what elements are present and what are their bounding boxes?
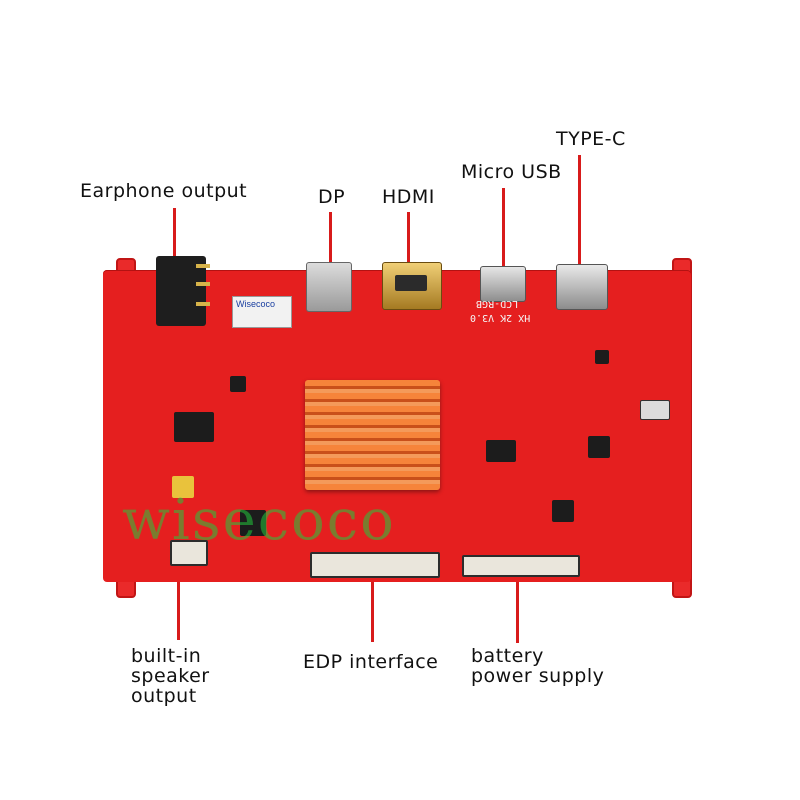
leader-speaker bbox=[177, 552, 180, 640]
speaker-connector bbox=[170, 540, 208, 566]
label-type-c: TYPE-C bbox=[556, 128, 626, 150]
ic-chip bbox=[588, 436, 610, 458]
audio-amp-chip bbox=[174, 412, 214, 442]
battery-connector bbox=[462, 555, 580, 577]
label-hdmi: HDMI bbox=[382, 186, 435, 208]
tantalum-capacitor bbox=[172, 476, 194, 498]
label-edp-interface: EDP interface bbox=[303, 651, 439, 673]
wisecoco-watermark: wisecoco bbox=[122, 488, 396, 553]
label-micro-usb: Micro USB bbox=[461, 161, 562, 183]
silk-sub: LCD-RGB bbox=[476, 298, 519, 309]
micro-usb-port bbox=[480, 266, 526, 302]
sticker-brand-text: Wisecoco bbox=[236, 299, 276, 309]
type-c-port bbox=[556, 264, 608, 310]
ic-chip bbox=[595, 350, 609, 364]
leader-earphone bbox=[173, 208, 176, 270]
ic-chip bbox=[230, 376, 246, 392]
leader-dp bbox=[329, 212, 332, 272]
leader-battery bbox=[516, 565, 519, 643]
leader-edp bbox=[371, 568, 374, 642]
label-speaker-output: built-in speaker output bbox=[131, 645, 210, 707]
heatsink bbox=[305, 380, 440, 490]
label-battery-power: battery power supply bbox=[471, 645, 605, 687]
ic-chip bbox=[640, 400, 670, 420]
leader-micro-usb bbox=[502, 188, 505, 268]
ic-chip bbox=[552, 500, 574, 522]
brand-sticker: Wisecoco bbox=[232, 296, 292, 328]
ic-chip bbox=[240, 510, 266, 536]
label-dp: DP bbox=[318, 186, 346, 208]
ic-chip bbox=[486, 440, 516, 462]
dp-port bbox=[306, 262, 352, 312]
leader-hdmi bbox=[407, 212, 410, 272]
leader-type-c bbox=[578, 155, 581, 265]
silk-model: HX 2K V3.0 bbox=[470, 312, 531, 323]
hdmi-port bbox=[382, 262, 442, 310]
earphone-jack bbox=[156, 256, 210, 326]
edp-connector bbox=[310, 552, 440, 578]
label-earphone-output: Earphone output bbox=[80, 180, 248, 202]
